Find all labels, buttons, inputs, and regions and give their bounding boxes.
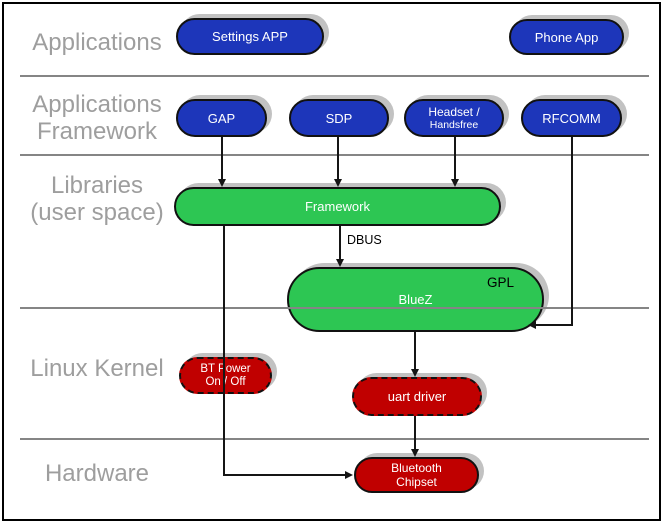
- gpl-license-tag: GPL: [486, 275, 514, 290]
- node-uart-driver-label: uart driver: [387, 389, 447, 404]
- node-bluetooth-chipset: Bluetooth Chipset: [354, 457, 479, 493]
- node-gap: GAP: [176, 99, 267, 137]
- node-bt-power-on-off: BT Power On / Off: [179, 357, 272, 394]
- node-bluez-label: BlueZ: [398, 292, 433, 307]
- layer-label-hardware: Hardware: [44, 460, 150, 487]
- edge-label-dbus: DBUS: [347, 233, 382, 247]
- node-sdp: SDP: [289, 99, 389, 137]
- node-bt-power-sublabel: On / Off: [205, 375, 246, 388]
- node-bluetooth-chipset-sublabel: Chipset: [396, 475, 437, 489]
- node-headset-sublabel: Handsfree: [429, 119, 479, 131]
- node-gap-label: GAP: [207, 110, 236, 126]
- edge-sdp-framework: [337, 137, 339, 181]
- layer-label-applications: Applications: [32, 29, 162, 56]
- node-framework: Framework: [174, 187, 501, 226]
- node-rfcomm: RFCOMM: [521, 99, 622, 137]
- node-phone-app-label: Phone App: [534, 29, 599, 45]
- arrowhead-rfcomm-bluez: [528, 320, 536, 329]
- arrowhead-headset-framework: [450, 179, 459, 187]
- node-uart-driver: uart driver: [352, 377, 482, 416]
- arrowhead-sdp-framework: [333, 179, 342, 187]
- layer-label-linux-kernel: Linux Kernel: [30, 355, 164, 382]
- node-bluetooth-chipset-label: Bluetooth: [391, 461, 442, 475]
- edge-rfcomm-bluez-vertical: [571, 137, 573, 326]
- node-headset-label: Headset /: [428, 105, 480, 119]
- edge-framework-bluez: [339, 226, 341, 261]
- edge-bluez-uart: [414, 332, 416, 371]
- node-headset-handsfree: Headset / Handsfree: [404, 99, 504, 137]
- edge-uart-chipset: [414, 416, 416, 451]
- edge-headset-framework: [454, 137, 456, 181]
- arrowhead-uart-chipset: [410, 449, 419, 457]
- node-sdp-label: SDP: [325, 110, 353, 126]
- edge-rfcomm-bluez-horizontal: [534, 324, 573, 326]
- node-phone-app: Phone App: [509, 19, 624, 55]
- layer-separator: [20, 154, 649, 156]
- arrowhead-framework-bluez: [335, 259, 344, 267]
- node-bt-power-label: BT Power: [200, 362, 251, 375]
- node-settings-app-label: Settings APP: [212, 29, 288, 44]
- layer-label-libraries-user-space: Libraries (user space): [30, 172, 164, 226]
- layer-separator: [20, 307, 649, 309]
- edge-framework-chipset-vertical: [223, 226, 225, 476]
- layer-separator: [20, 75, 649, 77]
- arrowhead-gap-framework: [217, 179, 226, 187]
- node-framework-label: Framework: [304, 199, 370, 214]
- node-bluez: BlueZ GPL: [287, 267, 544, 332]
- edge-framework-chipset-horizontal: [223, 474, 346, 476]
- node-rfcomm-label: RFCOMM: [542, 110, 601, 126]
- layer-separator: [20, 438, 649, 440]
- layer-label-applications-framework: Applications Framework: [32, 91, 162, 145]
- edge-gap-framework: [221, 137, 223, 181]
- arrowhead-bluez-uart: [410, 369, 419, 377]
- node-settings-app: Settings APP: [176, 18, 324, 55]
- arrowhead-framework-chipset: [345, 470, 353, 479]
